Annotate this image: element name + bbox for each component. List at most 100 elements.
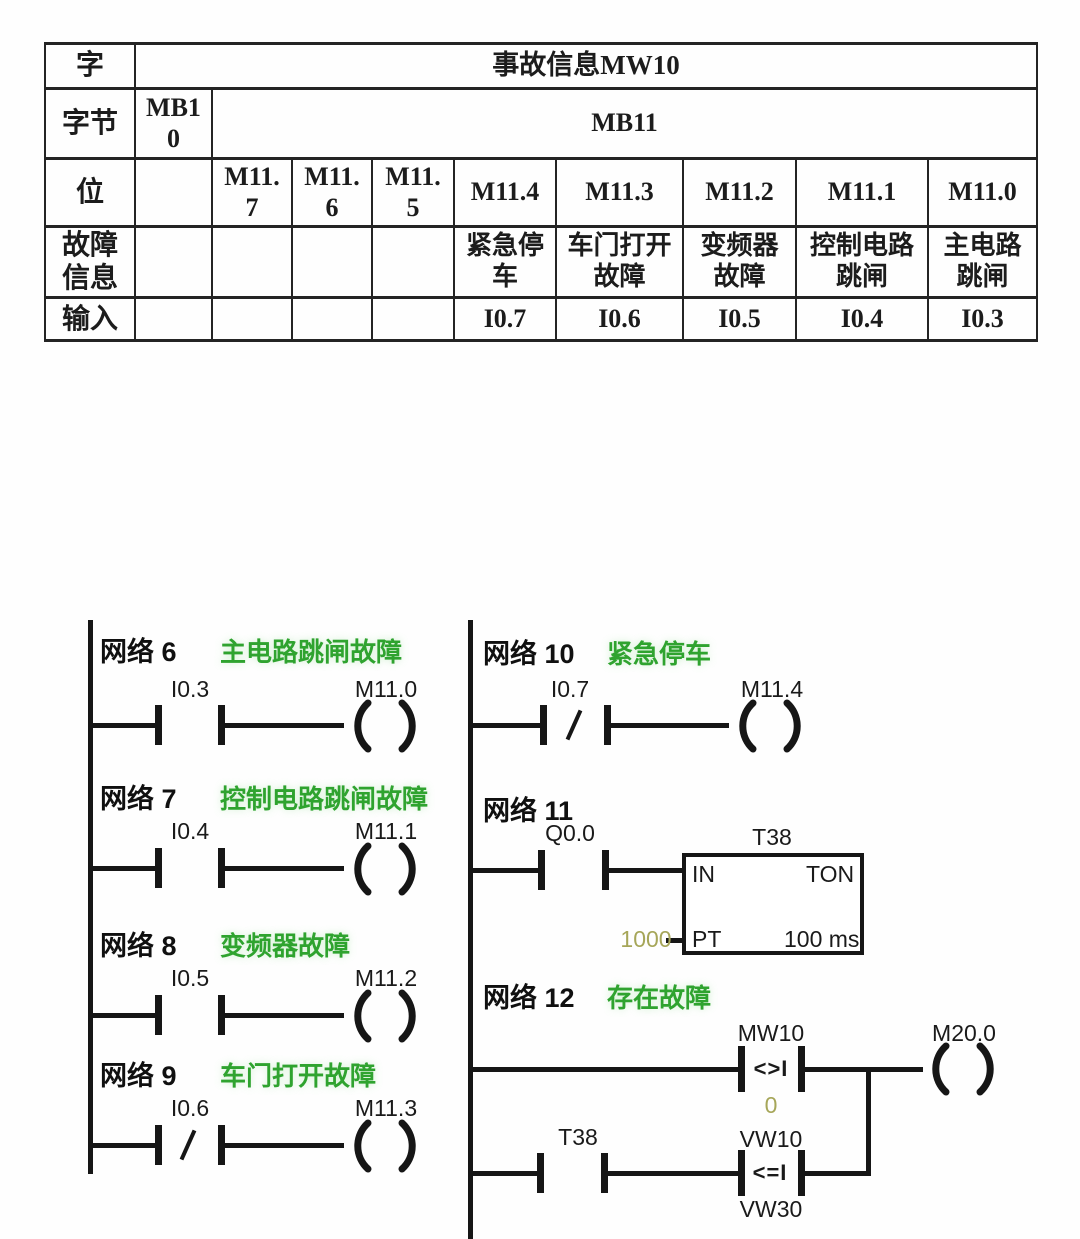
table-cell: M11.1: [795, 157, 929, 228]
table-cell: M11.4: [453, 157, 557, 228]
table-cell: 车门打开故障: [555, 224, 684, 300]
table-cell: 紧急停车: [453, 224, 557, 300]
coil-symbol: [354, 699, 416, 753]
coil-label-M11.1: M11.1: [354, 818, 418, 844]
contact-bar: [537, 1153, 544, 1193]
timer-base-label: 100 ms: [784, 926, 860, 952]
row-label-byte: 字节: [44, 87, 136, 160]
table-row-fault: 故障信息 紧急停车 车门打开故障 变频器故障 控制电路跳闸 主电路跳闸: [44, 224, 1038, 300]
network-12-title: 存在故障: [607, 983, 712, 1013]
contact-label-I0.6: I0.6: [170, 1095, 210, 1121]
table-row-input: 输入 I0.7 I0.6 I0.5 I0.4 I0.3: [44, 296, 1038, 343]
row-label-fault: 故障信息: [44, 224, 136, 300]
compare-bar: [738, 1046, 745, 1092]
wire: [473, 723, 540, 728]
network-12-label: 网络 12: [483, 983, 575, 1013]
byte-mb10: MB10: [134, 87, 213, 160]
table-cell: [134, 157, 213, 228]
wire: [225, 1143, 344, 1148]
wire: [805, 1171, 871, 1176]
network-7-label: 网络 7: [100, 784, 177, 814]
wire: [608, 1171, 738, 1176]
wire: [93, 723, 155, 728]
wire: [805, 1067, 923, 1072]
byte-mb11: MB11: [211, 87, 1038, 160]
network-10-label: 网络 10: [483, 639, 575, 669]
network-6-label: 网络 6: [100, 637, 177, 667]
contact-bar: [218, 705, 225, 745]
power-rail-right: [468, 620, 473, 1239]
timer-box: [682, 853, 864, 955]
compare2-operand2: VW30: [739, 1196, 803, 1222]
timer-in-label: IN: [692, 861, 715, 887]
nc-slash-icon: [179, 1129, 197, 1161]
table-cell: I0.4: [795, 296, 929, 343]
network-9-label: 网络 9: [100, 1061, 177, 1091]
network-6-title: 主电路跳闸故障: [220, 637, 403, 667]
table-cell: I0.5: [682, 296, 797, 343]
contact-label-I0.7: I0.7: [550, 676, 590, 702]
compare1-operator: <>I: [753, 1056, 789, 1081]
table-cell: [371, 224, 455, 300]
contact-bar: [218, 848, 225, 888]
table-cell: I0.6: [555, 296, 684, 343]
coil-label-M11.3: M11.3: [354, 1095, 418, 1121]
row-label-word: 字: [44, 42, 136, 90]
wire: [611, 723, 729, 728]
compare1-operand2: 0: [764, 1092, 778, 1118]
contact-bar: [155, 995, 162, 1035]
coil-symbol: [354, 842, 416, 896]
contact-label-I0.3: I0.3: [170, 676, 210, 702]
wire: [473, 1067, 738, 1072]
table-row-word: 字 事故信息MW10: [44, 42, 1038, 90]
timer-name-T38: T38: [752, 824, 792, 850]
wire: [609, 868, 684, 873]
table-cell: I0.7: [453, 296, 557, 343]
network-11-label: 网络 11: [483, 796, 574, 826]
row-label-bit: 位: [44, 157, 136, 228]
compare1-operand1: MW10: [737, 1020, 805, 1046]
coil-label-M20.0: M20.0: [932, 1020, 996, 1046]
timer-preset-value: 1000: [620, 926, 672, 952]
compare2-operand1: VW10: [739, 1126, 803, 1152]
table-cell: 变频器故障: [682, 224, 797, 300]
contact-bar: [155, 705, 162, 745]
coil-symbol: [354, 989, 416, 1043]
wire: [93, 1143, 155, 1148]
wire: [225, 1013, 344, 1018]
contact-bar: [155, 1125, 162, 1165]
table-cell: [211, 224, 293, 300]
contact-label-Q0.0: Q0.0: [545, 820, 595, 846]
contact-bar: [155, 848, 162, 888]
table-cell: [371, 296, 455, 343]
network-10-title: 紧急停车: [607, 639, 712, 669]
coil-symbol: [932, 1042, 994, 1096]
row-label-input: 输入: [44, 296, 136, 343]
table-cell: [211, 296, 293, 343]
wire: [473, 1171, 537, 1176]
wire: [93, 1013, 155, 1018]
table-cell: M11.0: [927, 157, 1038, 228]
contact-bar: [218, 995, 225, 1035]
table-cell: M11.2: [682, 157, 797, 228]
table-cell: [134, 224, 213, 300]
coil-label-M11.2: M11.2: [354, 965, 418, 991]
timer-type-label: TON: [806, 861, 855, 887]
table-cell: M11.3: [555, 157, 684, 228]
network-9-title: 车门打开故障: [220, 1061, 377, 1091]
table-cell: [291, 296, 373, 343]
coil-label-M11.0: M11.0: [354, 676, 418, 702]
contact-bar: [601, 1153, 608, 1193]
table-cell: 控制电路跳闸: [795, 224, 929, 300]
contact-bar: [538, 850, 545, 890]
branch-junction-wire: [866, 1067, 871, 1176]
compare2-operator: <=I: [752, 1160, 788, 1185]
contact-label-I0.5: I0.5: [170, 965, 210, 991]
coil-label-M11.4: M11.4: [740, 676, 804, 702]
contact-bar: [602, 850, 609, 890]
contact-label-T38: T38: [558, 1124, 598, 1150]
contact-bar: [218, 1125, 225, 1165]
coil-symbol: [739, 699, 801, 753]
wire: [93, 866, 155, 871]
